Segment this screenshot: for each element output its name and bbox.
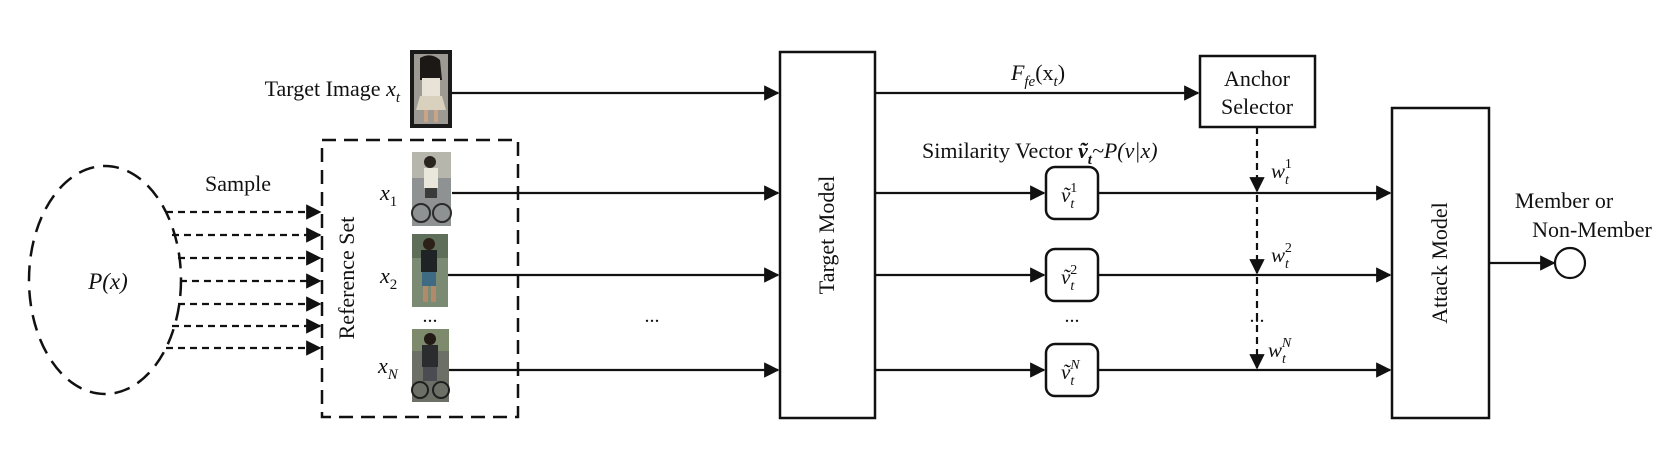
reference-ellipsis: ... [423, 305, 438, 327]
target-model-label: Target Model [814, 176, 839, 294]
weight-label-2: wt2 [1271, 241, 1292, 272]
sample-label: Sample [205, 171, 271, 196]
output-label-line2: Non-Member [1532, 217, 1652, 242]
target-image [410, 50, 452, 128]
target-image-label: Target Image xt [265, 76, 401, 106]
anchor-selector-line1: Anchor [1224, 66, 1291, 91]
attack-model-label: Attack Model [1427, 202, 1452, 324]
output-node [1553, 246, 1587, 280]
weight-label-n: wtN [1268, 336, 1292, 367]
sample-arrows [166, 204, 322, 356]
vector-label-1: ṽt1 [1061, 181, 1077, 212]
output-label-line1: Member or [1515, 188, 1614, 213]
reference-image-1 [411, 152, 452, 226]
reference-set-box [320, 138, 520, 419]
attack-model-box [1390, 106, 1491, 420]
weight-ellipsis: ... [1250, 305, 1265, 327]
vector-label-n: ṽtN [1061, 358, 1080, 389]
weight-label-1: wt1 [1271, 157, 1292, 188]
reference-item-label: xN [377, 353, 399, 383]
vector-ellipsis: ... [1065, 305, 1080, 327]
anchor-selector-line2: Selector [1221, 94, 1294, 119]
reference-item-label: x1 [379, 180, 397, 210]
target-model-box [778, 50, 877, 420]
similarity-vector-label: Similarity Vector ṽt~P(v|x) [922, 138, 1158, 168]
middle-ellipsis: ... [645, 305, 660, 327]
feature-label: Ffe(xt) [1010, 60, 1065, 90]
reference-image-n [411, 329, 450, 402]
distribution-label: P(x) [87, 269, 128, 294]
reference-item-label: x2 [379, 263, 397, 293]
vector-label-2: ṽt2 [1061, 263, 1077, 294]
reference-image-2 [412, 234, 448, 307]
reference-set-title: Reference Set [334, 217, 359, 340]
